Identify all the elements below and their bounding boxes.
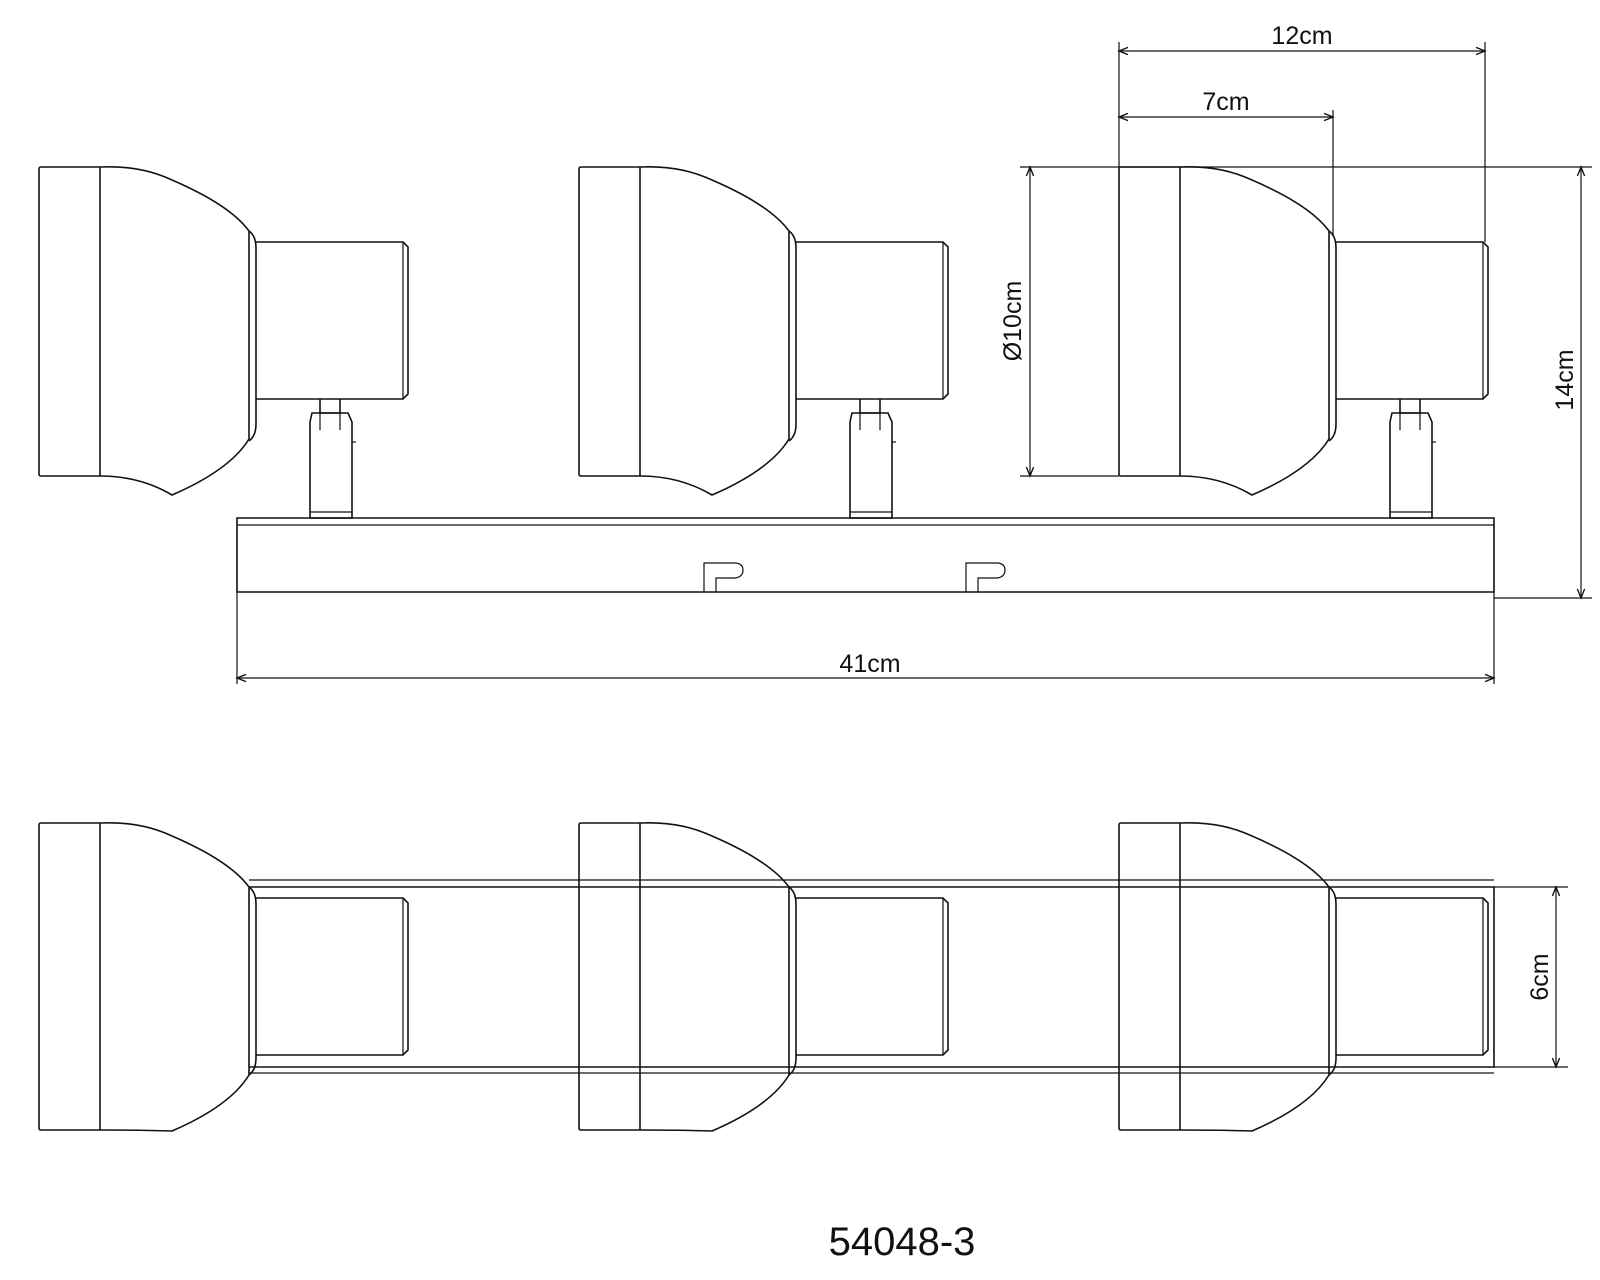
front-view: 41cm 12cm 7cm Ø10cm 14cm [38, 22, 1592, 684]
dimension-height: 14cm [1119, 167, 1592, 598]
dimension-label-shade-diameter: Ø10cm [999, 281, 1027, 362]
dimension-label-base-width: 6cm [1526, 953, 1554, 1000]
dimension-label-height: 14cm [1551, 349, 1579, 410]
spotlight-front-2 [578, 165, 949, 519]
top-view: 6cm [38, 821, 1568, 1132]
keyhole-slot-left [703, 562, 744, 592]
model-number: 54048-3 [829, 1220, 976, 1264]
keyhole-slot-right [965, 562, 1006, 592]
dimension-label-arm-length: 12cm [1271, 22, 1332, 50]
base-bar [236, 517, 1495, 598]
spotlight-top-1 [38, 821, 409, 1132]
spotlight-front-3 [1118, 165, 1489, 519]
dimension-width-total: 41cm [237, 592, 1494, 684]
base-bar-top [249, 879, 1495, 1074]
dimension-base-width: 6cm [1494, 887, 1568, 1067]
dimension-arm-offset: 7cm [1119, 88, 1333, 235]
spotlight-front-1 [38, 165, 409, 519]
dimension-shade-diameter: Ø10cm [999, 167, 1119, 476]
spotlight-top-2 [578, 821, 949, 1132]
dimension-label-arm-offset: 7cm [1202, 88, 1249, 116]
dimension-arm-length: 12cm [1119, 22, 1485, 242]
spotlight-top-3 [1118, 821, 1489, 1132]
dimension-label-width-total: 41cm [839, 650, 900, 678]
